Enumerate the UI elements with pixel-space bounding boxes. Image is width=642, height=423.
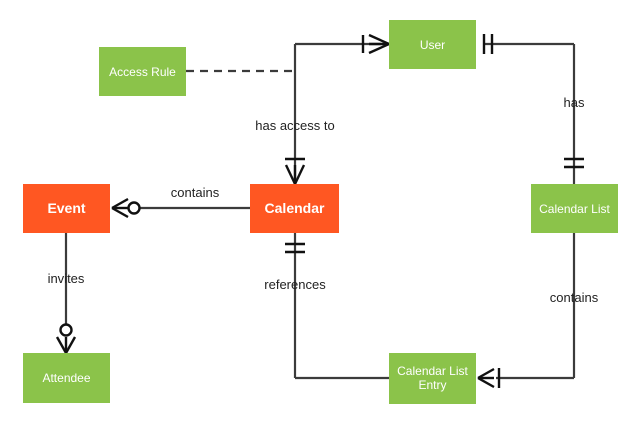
entity-label-calendar-list: Calendar List xyxy=(539,202,610,216)
relationship-label-contains-event-calendar: contains xyxy=(171,185,220,200)
cardinality-user-one-or-many xyxy=(361,33,390,55)
entity-user[interactable]: User xyxy=(389,20,476,69)
relationship-label-has-access-to: has access to xyxy=(255,118,335,133)
cardinality-calendar-one-or-many xyxy=(284,157,306,185)
edge-user-has-access-to-calendar[interactable] xyxy=(293,42,381,184)
relationship-label-references: references xyxy=(264,277,326,292)
relationship-label-invites: invites xyxy=(48,271,85,286)
entity-attendee[interactable]: Attendee xyxy=(23,353,110,403)
cardinality-calendar-exactly-one xyxy=(285,242,305,254)
cardinality-calendar-list-exactly-one xyxy=(564,157,584,169)
cardinality-event-zero-or-many xyxy=(111,197,141,219)
entity-calendar-list-entry[interactable]: Calendar List Entry xyxy=(389,353,476,404)
relationship-label-contains-list-entry: contains xyxy=(550,290,599,305)
cardinality-entry-one-or-many xyxy=(477,367,501,389)
entity-label-calendar: Calendar xyxy=(265,200,325,216)
cardinality-attendee-zero-or-many xyxy=(55,323,77,354)
entity-label-calendar-list-entry-line2: Entry xyxy=(418,378,446,392)
entity-calendar-list[interactable]: Calendar List xyxy=(531,184,618,233)
entity-label-event: Event xyxy=(47,200,85,216)
relationship-label-has: has xyxy=(564,95,585,110)
entity-event[interactable]: Event xyxy=(23,184,110,233)
entity-access-rule[interactable]: Access Rule xyxy=(99,47,186,96)
entity-calendar[interactable]: Calendar xyxy=(250,184,339,233)
edge-calendar-references-entry[interactable] xyxy=(293,233,389,380)
cardinality-user-exactly-one xyxy=(482,34,494,54)
entity-label-access-rule: Access Rule xyxy=(109,65,176,79)
entity-label-user: User xyxy=(420,38,445,52)
entity-label-attendee: Attendee xyxy=(42,371,90,385)
edge-user-has-calendar-list[interactable] xyxy=(484,42,576,184)
entity-label-calendar-list-entry-line1: Calendar List xyxy=(397,364,468,378)
edge-calendar-list-contains-entry[interactable] xyxy=(496,233,576,380)
